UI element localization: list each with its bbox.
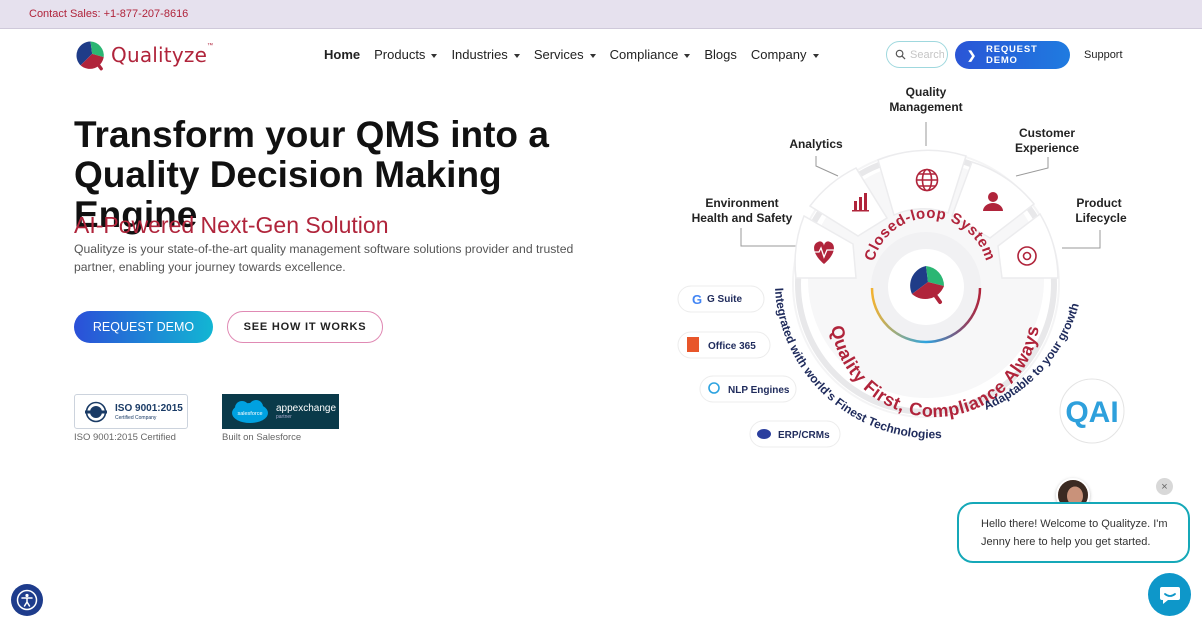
caret-down-icon xyxy=(684,53,691,58)
center-progress-arc xyxy=(870,287,982,344)
nav-item-products[interactable]: Products xyxy=(374,47,438,62)
caret-down-icon xyxy=(431,53,438,58)
chevron-right-icon: ❯ xyxy=(967,49,978,62)
appexchange-label: appexchange xyxy=(276,403,337,414)
chat-icon xyxy=(1159,586,1180,604)
salesforce-appexchange-badge: salesforce appexchange partner xyxy=(222,394,339,429)
qms-ecosystem-diagram: Closed-loop System Quality First, Compli… xyxy=(677,85,1127,448)
nav-label: Services xyxy=(533,47,584,62)
nav-label: Compliance xyxy=(609,47,679,62)
caret-down-icon xyxy=(513,53,520,58)
hero-subtitle: AI-Powered Next-Gen Solution xyxy=(74,212,389,238)
salesforce-caption: Built on Salesforce xyxy=(222,432,302,443)
integration-label: Office 365 xyxy=(708,341,756,352)
label-quality-management: Quality xyxy=(906,85,947,99)
chat-close-button[interactable]: × xyxy=(1156,478,1173,495)
nav-item-industries[interactable]: Industries xyxy=(451,47,520,62)
qai-logo-text: QAI xyxy=(1065,396,1118,429)
integration-office365: Office 365 xyxy=(677,331,771,359)
request-demo-label: REQUEST DEMO xyxy=(986,44,1038,66)
salesforce-logo-text: salesforce xyxy=(237,411,262,417)
caret-down-icon xyxy=(812,53,819,58)
brand-name: Qualityze xyxy=(111,43,208,67)
nav-item-home[interactable]: Home xyxy=(324,47,360,62)
label-ehs: Environment xyxy=(705,196,778,210)
hero-title: Transform your QMS into a Quality Decisi… xyxy=(74,115,634,235)
chat-welcome-bubble[interactable]: Hello there! Welcome to Qualityze. I'm J… xyxy=(957,502,1190,563)
integration-erp: ERP/CRMs xyxy=(749,420,841,448)
integration-label: NLP Engines xyxy=(728,385,790,396)
nav-label: Home xyxy=(324,47,361,62)
nav-label: Blogs xyxy=(704,47,737,62)
gear-icon xyxy=(1017,246,1037,266)
iso-seal-icon xyxy=(85,401,107,422)
heart-pulse-icon xyxy=(814,241,834,264)
label-quality-management-2: Management xyxy=(889,100,962,114)
globe-icon xyxy=(915,168,939,192)
hero-description: Qualityze is your state-of-the-art quali… xyxy=(74,242,574,274)
user-icon xyxy=(983,192,1003,211)
iso-badge-title: ISO 9001:2015 xyxy=(115,402,183,414)
request-demo-button[interactable]: REQUEST DEMO xyxy=(74,311,213,343)
hero-title-line-2: Quality Decision Making Engine xyxy=(74,154,502,235)
contact-sales-link[interactable]: Contact Sales: +1-877-207-8616 xyxy=(29,8,189,20)
qai-badge: QAI xyxy=(1059,378,1125,444)
google-g-icon: G xyxy=(692,292,702,307)
integration-nlp: NLP Engines xyxy=(699,375,797,403)
salesforce-cloud-icon: salesforce xyxy=(232,399,268,423)
label-analytics: Analytics xyxy=(789,137,843,151)
search-box[interactable] xyxy=(886,41,948,68)
search-input[interactable] xyxy=(910,48,944,61)
chat-launcher-button[interactable] xyxy=(1148,573,1191,616)
nav-label: Products xyxy=(374,47,426,62)
cloud-icon xyxy=(757,429,771,439)
label-product-lifecycle-2: Lifecycle xyxy=(1075,211,1127,225)
integration-label: G Suite xyxy=(707,294,742,305)
label-customer-experience: Customer xyxy=(1019,126,1075,140)
request-demo-nav-button[interactable]: ❯ REQUEST DEMO xyxy=(955,41,1070,69)
label-product-lifecycle: Product xyxy=(1076,196,1121,210)
partner-label: partner xyxy=(276,414,292,420)
qualityze-logo-mark xyxy=(76,40,104,70)
qualityze-center-logo xyxy=(910,266,945,304)
support-link[interactable]: Support xyxy=(1084,49,1123,61)
segment-analytics xyxy=(808,167,889,237)
caret-down-icon xyxy=(589,53,596,58)
nlp-search-icon xyxy=(708,382,720,394)
nav-item-services[interactable]: Services xyxy=(534,47,596,62)
integration-gsuite: G G Suite xyxy=(677,285,765,313)
see-how-it-works-button[interactable]: SEE HOW IT WORKS xyxy=(227,311,383,343)
iso-caption: ISO 9001:2015 Certified xyxy=(74,432,176,443)
office-icon xyxy=(687,337,699,352)
nav-label: Company xyxy=(750,47,807,62)
nav-menu: Home Products Industries Services Compli… xyxy=(324,47,833,62)
integration-label: ERP/CRMs xyxy=(778,430,830,441)
segment-product xyxy=(997,212,1059,279)
accessibility-icon xyxy=(16,589,38,611)
label-ehs-2: Health and Safety xyxy=(692,211,793,225)
top-contact-bar: Contact Sales: +1-877-207-8616 xyxy=(0,0,1202,29)
bar-chart-icon xyxy=(852,193,869,212)
iso-badge-subtitle: Certified Company xyxy=(115,414,157,421)
nav-item-company[interactable]: Company xyxy=(751,47,819,62)
iso-badge: ISO 9001:2015 Certified Company xyxy=(74,394,188,429)
diagram-labels: Quality Management Analytics Customer Ex… xyxy=(692,85,1127,225)
accessibility-button[interactable] xyxy=(11,584,43,616)
trademark: ™ xyxy=(207,43,214,49)
nav-item-blogs[interactable]: Blogs xyxy=(704,47,737,62)
callout-lines xyxy=(740,122,1101,249)
nav-label: Industries xyxy=(451,47,508,62)
search-icon xyxy=(895,49,906,60)
nav-item-compliance[interactable]: Compliance xyxy=(610,47,691,62)
hero-title-line-1: Transform your QMS into a xyxy=(74,114,549,155)
label-customer-experience-2: Experience xyxy=(1015,141,1079,155)
